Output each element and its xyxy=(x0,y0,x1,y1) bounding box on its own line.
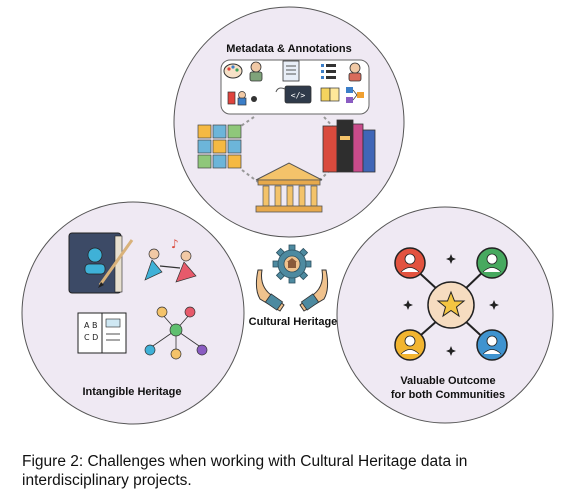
image-grid-icon xyxy=(197,124,242,169)
intangible-heritage-title: Intangible Heritage xyxy=(82,386,181,398)
svg-text:♪: ♪ xyxy=(171,237,179,251)
svg-text:C D: C D xyxy=(84,333,98,342)
palette-icon xyxy=(223,63,243,79)
code-icon: </> xyxy=(275,85,312,104)
metadata-title: Metadata & Annotations xyxy=(226,43,352,55)
painter-icon xyxy=(249,61,263,82)
person-avatar-yellow xyxy=(394,329,426,361)
cultural-heritage-label: Cultural Heritage xyxy=(249,316,338,328)
figure-caption: Figure 2: Challenges when working with C… xyxy=(22,453,468,489)
metadata-circle: Metadata & Annotations xyxy=(173,6,405,238)
sparkle-icons xyxy=(403,254,499,356)
intangible-heritage-circle: Intangible Heritage ♪ A B C D xyxy=(21,201,245,425)
svg-text:</>: </> xyxy=(291,91,306,100)
outcome-title-line1: Valuable Outcome xyxy=(400,375,495,387)
binary-document-icon xyxy=(282,60,300,82)
alphabet-book-icon: A B C D xyxy=(77,312,127,354)
network-people-icon xyxy=(144,306,208,360)
hands-gear-icon xyxy=(255,244,329,312)
person-avatar-blue xyxy=(476,329,508,361)
center-star-icon xyxy=(427,281,475,329)
diagram-canvas: Metadata & Annotations xyxy=(21,6,554,425)
cultural-heritage-center: Cultural Heritage xyxy=(249,244,338,328)
svg-text:A B: A B xyxy=(84,321,98,330)
person-avatar-green xyxy=(476,247,508,279)
person-avatar-red xyxy=(394,247,426,279)
annotation-panel: </> xyxy=(220,59,370,115)
notebook-icon xyxy=(68,232,134,294)
open-book-icon xyxy=(320,87,340,102)
valuable-outcome-circle: Valuable Outcome for both Communities xyxy=(336,206,554,424)
outcome-title-line2: for both Communities xyxy=(391,389,505,401)
dancers-icon: ♪ xyxy=(144,237,197,283)
books-icon xyxy=(322,119,376,173)
diagram-flow-icon xyxy=(346,87,364,103)
portrait-icon xyxy=(348,62,362,82)
museum-icon xyxy=(255,162,323,213)
characters-icon xyxy=(227,91,257,106)
collaboration-network xyxy=(394,247,508,361)
list-icon xyxy=(321,64,336,79)
